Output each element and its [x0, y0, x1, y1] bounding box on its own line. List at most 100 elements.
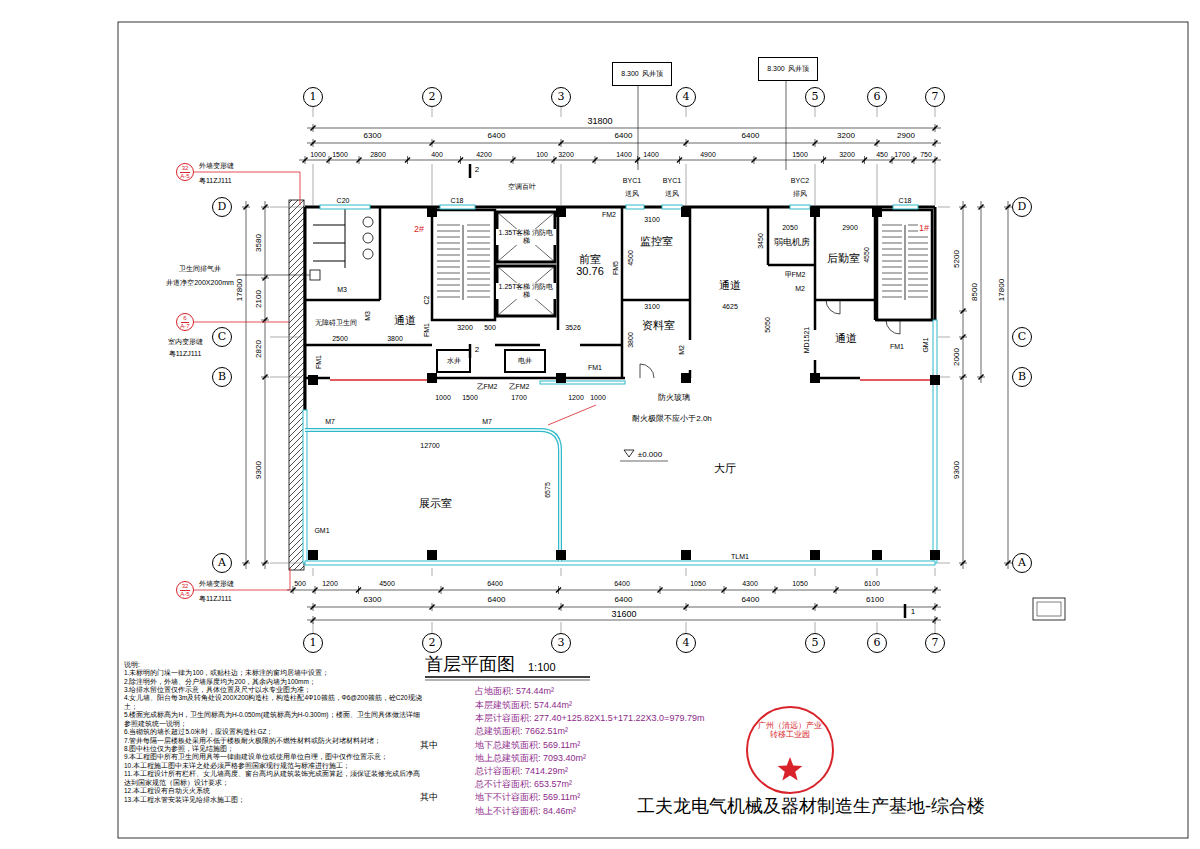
- outer-wall: [934, 207, 937, 320]
- leader-line: [236, 275, 310, 276]
- dimension-tick: [263, 205, 268, 210]
- interior-wall: [430, 377, 625, 380]
- dimension-tick: [890, 158, 895, 163]
- node-text: 广州（清远）产业转移工业园: [758, 722, 822, 740]
- door-swing: [826, 300, 840, 314]
- interior-wall: [621, 207, 624, 378]
- column: [427, 207, 437, 217]
- axis-bubble: 5: [805, 633, 825, 653]
- callout-number: 6: [181, 315, 188, 323]
- axis-label: D: [1018, 201, 1027, 213]
- dimension-text: 4200: [476, 151, 492, 158]
- dimension-text: 4500: [379, 580, 395, 587]
- annotation: 井道净空200X200mm: [166, 279, 234, 286]
- node-text: 30.76: [575, 265, 605, 277]
- interior-wall: [814, 207, 817, 330]
- dimension-tick: [722, 588, 727, 593]
- dimension-text: 6400: [614, 580, 630, 587]
- stair-tread: [467, 267, 490, 268]
- fire-shutter: [330, 379, 430, 381]
- dimension-text: 450: [876, 151, 888, 158]
- callout-leader: [194, 322, 289, 323]
- elevator-shaft: [497, 266, 555, 316]
- axis-line: [432, 568, 433, 576]
- door-code: TLM1: [731, 553, 749, 560]
- axis-line: [938, 563, 950, 564]
- dimension-text: 9300: [255, 461, 263, 479]
- dimension-tick: [961, 375, 966, 380]
- window-glass: [662, 205, 682, 209]
- door-code: GM1: [922, 337, 929, 352]
- stair-tread: [882, 279, 902, 280]
- interior-wall: [557, 207, 560, 330]
- dimension-text: 6300: [364, 132, 382, 140]
- drawing-title: 首层平面图: [425, 655, 515, 673]
- node-text: 电井: [517, 357, 533, 365]
- door-code: M3: [364, 311, 371, 321]
- area-figure: 占地面积: 574.44m²: [475, 687, 554, 696]
- project-caption: 工夫龙电气机械及器材制造生产基地-综合楼: [637, 797, 985, 815]
- stair-tread: [437, 255, 460, 256]
- room-area: 后勤室: [822, 245, 864, 271]
- leader-line: [786, 81, 787, 170]
- wash-basin: [363, 249, 373, 259]
- stair-tread: [437, 267, 460, 268]
- axis-bubble: 6: [867, 87, 887, 107]
- stair-rail: [463, 225, 464, 300]
- elevator-cross: [497, 212, 555, 262]
- dimension-text: 6400: [615, 596, 633, 604]
- column: [308, 550, 318, 560]
- axis-line: [877, 622, 878, 633]
- axis-line: [877, 568, 878, 576]
- dimension-line: [287, 590, 941, 591]
- axis-line: [270, 563, 302, 564]
- detail-callout: 32A-5: [176, 581, 194, 599]
- door-swing: [886, 320, 900, 334]
- interior-wall: [305, 344, 432, 347]
- node-text: 大厅: [713, 462, 737, 474]
- interior-wall: [815, 377, 860, 380]
- interior-wall: [768, 264, 815, 267]
- dimension-tick: [875, 141, 880, 146]
- area-figure: 总计容面积: 7414.29m²: [475, 767, 568, 776]
- section-number: 2: [475, 346, 479, 354]
- leader-line: [638, 86, 639, 170]
- dimension-text: 1200: [322, 580, 338, 587]
- stair-tread: [437, 285, 460, 286]
- stamp-star: [778, 757, 803, 781]
- dimension-tick: [933, 605, 938, 610]
- dimension-tick: [511, 158, 516, 163]
- opening-code: 送风: [625, 190, 639, 197]
- stair-tread: [467, 273, 490, 274]
- column: [427, 373, 437, 383]
- level-line: [620, 461, 668, 462]
- opening-code: C18: [899, 197, 912, 204]
- scale-text: 1:100: [528, 662, 556, 673]
- dimension-tick: [559, 141, 564, 146]
- door-code: FM5: [612, 261, 619, 275]
- stair-tread: [437, 279, 460, 280]
- dimension-tick: [933, 141, 938, 146]
- opening-code: 空调百叶: [508, 183, 536, 190]
- axis-line: [686, 622, 687, 633]
- door-code: FM2: [602, 211, 616, 218]
- axis-bubble: 4: [676, 87, 696, 107]
- stair-tread: [908, 279, 928, 280]
- node-text: 8.300: [767, 65, 785, 73]
- node-text: 风井顶: [642, 70, 663, 78]
- dimension-tick: [311, 618, 316, 623]
- axis-bubble: 3: [551, 633, 571, 653]
- door-code: GM1: [314, 527, 329, 534]
- interior-wall: [495, 344, 540, 347]
- fire-glass: [540, 381, 625, 384]
- dimension-tick: [961, 205, 966, 210]
- interior-wall: [767, 207, 770, 265]
- window-glass: [320, 205, 370, 209]
- door-code: FM1: [588, 364, 602, 371]
- dimension-line: [1008, 201, 1009, 569]
- axis-line: [686, 107, 687, 117]
- stair-tread: [467, 243, 490, 244]
- axis-label: 6: [874, 637, 881, 649]
- axis-label: 2: [429, 637, 436, 649]
